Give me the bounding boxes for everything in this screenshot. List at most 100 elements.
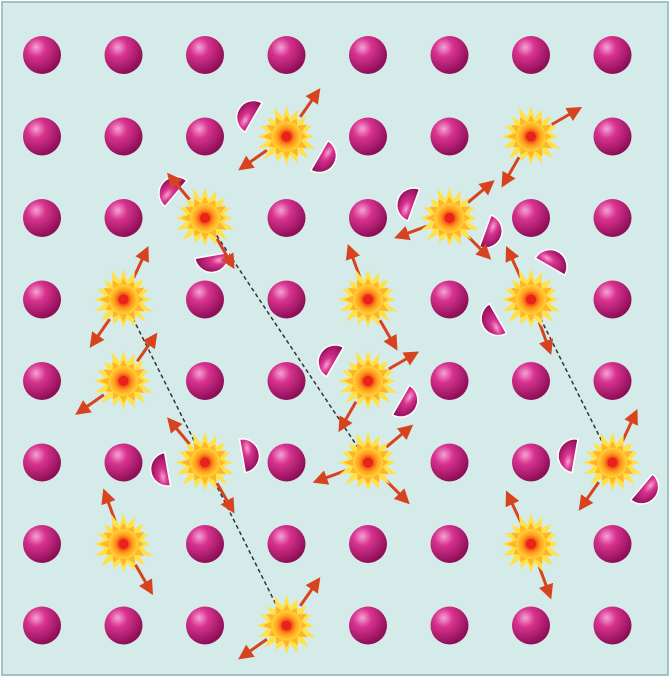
uranium-atom [104, 36, 143, 74]
uranium-atom [593, 606, 632, 645]
atom-fragment [149, 451, 172, 487]
uranium-atom [186, 362, 224, 400]
uranium-atom [23, 525, 61, 563]
uranium-atom [512, 36, 550, 74]
fission-burst [256, 594, 317, 654]
neutron-arrow [136, 332, 158, 363]
neutron-arrow [621, 409, 638, 442]
neutron-arrow [378, 319, 398, 351]
atom-fragment [557, 438, 579, 474]
uranium-atom [593, 525, 632, 563]
fission-burst [419, 187, 480, 247]
uranium-atom [23, 443, 61, 482]
atom-fragment [235, 99, 264, 134]
atom-fragment [391, 384, 419, 418]
uranium-atom [104, 199, 143, 237]
neutron-path-line [204, 462, 288, 626]
uranium-atom [267, 362, 306, 400]
neutron-arrow [167, 417, 191, 446]
uranium-atom [430, 362, 469, 400]
uranium-atom [593, 362, 632, 400]
uranium-atom [23, 199, 61, 237]
neutron-path-line [530, 299, 614, 463]
neutron-arrow [167, 172, 191, 201]
neutron-arrow [215, 482, 235, 514]
neutron-arrow [75, 393, 105, 415]
neutron-arrow [345, 244, 362, 278]
neutron-arrow [215, 238, 235, 270]
uranium-atom [593, 199, 632, 237]
neutron-arrow [466, 180, 495, 204]
neutron-arrow [132, 246, 149, 279]
uranium-atom [349, 606, 387, 645]
uranium-atom [104, 117, 143, 156]
uranium-atom [593, 280, 632, 319]
uranium-atom [186, 606, 224, 645]
neutron-arrow [312, 469, 346, 485]
neutron-arrow [505, 246, 523, 279]
uranium-atom [430, 280, 469, 319]
atom-fragment [629, 472, 660, 505]
fission-burst [256, 105, 317, 165]
neutron-arrow [501, 156, 521, 188]
atom-fragment [238, 438, 261, 474]
uranium-atom [512, 606, 550, 645]
uranium-atom [186, 525, 224, 563]
uranium-atom [430, 606, 469, 645]
neutron-arrow [537, 321, 554, 355]
fission-burst [582, 431, 643, 491]
uranium-atom [186, 280, 224, 319]
uranium-atom [349, 117, 387, 156]
uranium-atom [512, 443, 550, 482]
fragments-layer [149, 99, 660, 505]
uranium-atom [23, 362, 61, 400]
uranium-atom [267, 525, 306, 563]
fission-burst [175, 431, 235, 491]
uranium-atom [512, 199, 550, 237]
neutron-arrow [238, 149, 268, 171]
fission-burst [338, 350, 398, 410]
fission-burst [501, 268, 561, 328]
atom-fragment [396, 187, 421, 222]
uranium-atom [104, 606, 143, 645]
uranium-atom [349, 36, 387, 74]
uranium-atom [512, 362, 550, 400]
neutron-arrow [551, 107, 583, 126]
uranium-atom [267, 36, 306, 74]
uranium-atom [430, 525, 469, 563]
neutron-arrow [385, 424, 414, 449]
bursts-layer [93, 105, 643, 654]
neutron-arrow [299, 577, 321, 607]
atom-fragment [317, 344, 345, 378]
neutron-arrow [89, 318, 111, 348]
fission-burst [501, 105, 561, 165]
fission-burst [93, 350, 154, 410]
uranium-atom [186, 117, 224, 156]
neutron-path-line [122, 299, 206, 463]
uranium-atom [23, 280, 61, 319]
fission-burst [338, 268, 398, 328]
neutron-arrow [578, 481, 600, 511]
neutron-arrow [299, 88, 321, 118]
uranium-atom [23, 36, 61, 74]
uranium-atom [430, 117, 469, 156]
chain-links-layer [122, 217, 614, 626]
fission-burst [93, 513, 154, 573]
fission-burst [175, 187, 235, 247]
uranium-atom [186, 36, 224, 74]
uranium-atom [267, 199, 306, 237]
fission-burst [501, 513, 561, 573]
uranium-atom [430, 443, 469, 482]
neutron-arrow [388, 351, 420, 371]
uranium-atom [23, 606, 61, 645]
atoms-layer [23, 36, 632, 645]
neutron-arrow [505, 490, 523, 523]
neutron-arrow [238, 638, 268, 660]
fission-burst [338, 431, 398, 491]
uranium-atom [349, 199, 387, 237]
neutron-arrow [537, 566, 554, 600]
atom-fragment [480, 302, 508, 337]
neutron-arrow [394, 224, 428, 241]
